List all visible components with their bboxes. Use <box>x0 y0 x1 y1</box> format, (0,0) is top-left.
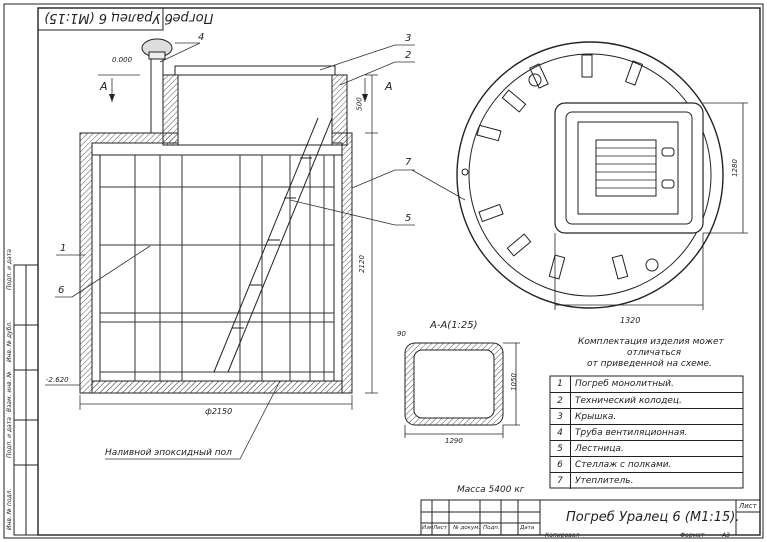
part-number: 5 <box>550 441 571 457</box>
section-aa-title: А-А(1:25) <box>430 320 478 331</box>
vent-pipe <box>141 38 173 134</box>
dim-depth-main: 2120 <box>357 255 366 273</box>
parts-row: 3 Крышка. <box>550 408 743 425</box>
callout-1: 1 <box>60 243 67 254</box>
stamp-title: Погреб Уралец 6 (М1:15) <box>44 10 214 25</box>
part-number: 7 <box>550 473 571 489</box>
callout-4: 4 <box>198 32 205 43</box>
col-date: Дата <box>520 525 535 531</box>
dim-depth-top: 500 <box>355 97 364 111</box>
callout-7: 7 <box>405 157 412 168</box>
part-number: 3 <box>550 409 571 425</box>
callout-6: 6 <box>58 285 65 296</box>
mass-note: Масса 5400 кг <box>457 485 525 495</box>
dim-section-width: 1290 <box>445 437 463 445</box>
part-number: 2 <box>550 393 571 409</box>
dim-section-small: 90 <box>397 330 406 338</box>
drawing-title: Погреб Уралец 6 (М1:15). <box>566 510 740 525</box>
col-doc: № докум. <box>453 525 481 531</box>
callout-2: 2 <box>405 50 412 61</box>
part-desc: Утеплитель. <box>575 476 634 486</box>
part-number: 4 <box>550 425 571 441</box>
floor-note: Наливной эпоксидный пол <box>105 448 232 458</box>
parts-row: 2 Технический колодец. <box>550 392 743 409</box>
callout-3: 3 <box>405 33 412 44</box>
side-strip-label: Подп. и дата <box>6 417 13 458</box>
section-marker-right: A <box>385 80 393 93</box>
side-strip-label: Инв. № дубл. <box>6 320 13 362</box>
part-desc: Погреб монолитный. <box>575 379 674 389</box>
stamp-box <box>37 7 164 31</box>
note-line-3: от приведенной на схеме. <box>587 359 712 369</box>
dim-section-height: 1050 <box>509 373 518 391</box>
part-desc: Крышка. <box>575 412 617 422</box>
title-block-frame <box>420 499 761 536</box>
section-marker-left: A <box>100 80 108 93</box>
sheet-label: Лист <box>739 502 757 510</box>
part-number: 6 <box>550 457 571 473</box>
elevation-top: 0.000 <box>112 56 133 64</box>
dim-circle-width: 1320 <box>620 316 641 325</box>
side-strip-label: Взам. инв. № <box>6 371 13 412</box>
col-list: Лист <box>433 525 447 531</box>
plan-view <box>456 41 748 310</box>
format-label: Формат <box>680 532 705 539</box>
cellar-body <box>79 74 353 394</box>
parts-row: 5 Лестница. <box>550 440 743 457</box>
lid <box>174 65 336 76</box>
side-strip-label: Инв. № подл. <box>6 488 13 530</box>
dim-hatch: 1280 <box>730 159 739 177</box>
copied-label: Копировал <box>545 532 580 539</box>
parts-table-frame <box>549 375 744 489</box>
callout-5: 5 <box>405 213 412 224</box>
note-line-2: отличаться <box>627 348 682 358</box>
side-strip-label: Подп. и дата <box>6 249 13 290</box>
col-izm: Изм <box>422 525 434 531</box>
part-desc: Стеллаж с полками. <box>575 460 672 470</box>
parts-row: 1 Погреб монолитный. <box>550 376 743 392</box>
part-number: 1 <box>550 376 571 392</box>
note-line-1: Комплектация изделия может <box>578 337 724 347</box>
section-aa <box>404 342 520 438</box>
sheet-border <box>3 3 764 539</box>
part-desc: Труба вентиляционная. <box>575 428 688 438</box>
dim-diameter: ф2150 <box>205 407 233 416</box>
parts-row: 4 Труба вентиляционная. <box>550 424 743 441</box>
part-desc: Технический колодец. <box>575 396 682 406</box>
format-value: А3 <box>722 532 730 539</box>
part-desc: Лестница. <box>575 444 624 454</box>
parts-row: 6 Стеллаж с полками. <box>550 456 743 473</box>
parts-row: 7 Утеплитель. <box>550 472 743 489</box>
elevation-bottom: -2.620 <box>46 376 69 384</box>
ladder <box>213 117 333 373</box>
col-sign: Подп. <box>483 525 500 531</box>
